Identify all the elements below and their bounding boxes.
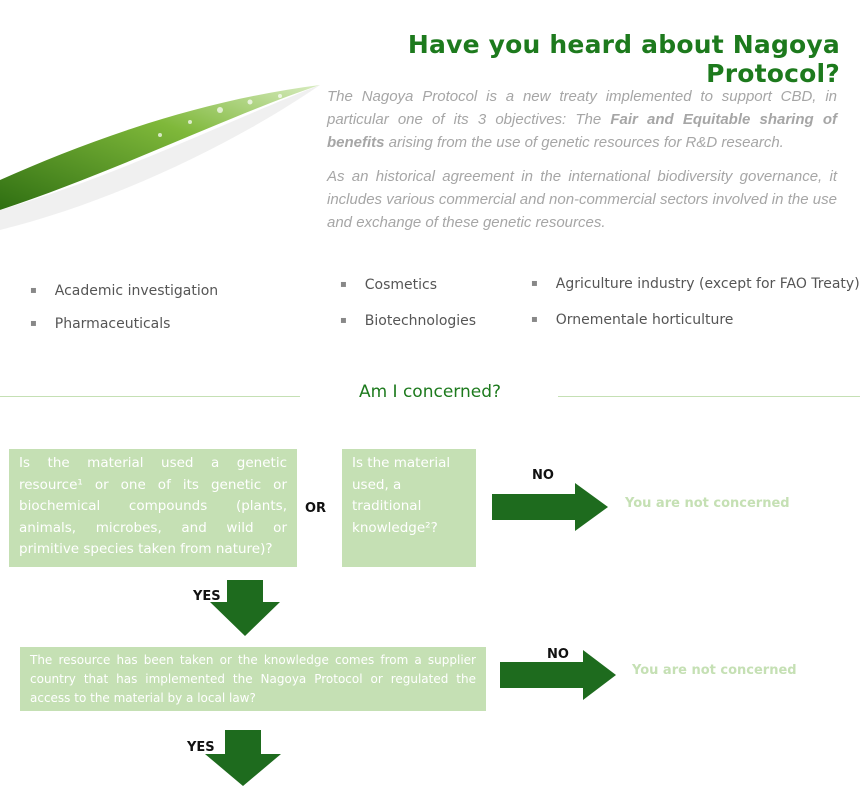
yes-label: YES (187, 740, 215, 755)
not-concerned-text: You are not concerned (632, 663, 797, 678)
arrow-down-icon (210, 580, 280, 636)
divider (0, 396, 300, 397)
section-title: Am I concerned? (358, 382, 502, 402)
or-label: OR (305, 501, 327, 516)
intro-paragraph-2: As an historical agreement in the intern… (327, 168, 837, 231)
no-label: NO (547, 647, 569, 662)
aloe-leaf-image (0, 85, 320, 230)
no-label: NO (532, 468, 554, 483)
arrow-down-icon (205, 730, 281, 786)
sector-item: Biotechnologies (340, 313, 476, 329)
sector-item: Cosmetics (340, 277, 437, 293)
sector-item: Ornementale horticulture (531, 312, 734, 328)
not-concerned-text: You are not concerned (625, 496, 790, 511)
arrow-right-icon (492, 483, 608, 531)
question-supplier-country: The resource has been taken or the knowl… (20, 647, 486, 711)
page-title: Have you heard about Nagoya Protocol? (407, 30, 840, 88)
divider (558, 396, 860, 397)
arrow-right-icon (500, 650, 616, 700)
intro-paragraph-1: The Nagoya Protocol is a new treaty impl… (327, 88, 837, 151)
sector-item: Pharmaceuticals (30, 316, 171, 332)
question-traditional-knowledge: Is the material used, a traditional know… (342, 449, 476, 567)
question-genetic-resource: Is the material used a genetic resource¹… (9, 449, 297, 567)
sector-item: Agriculture industry (except for FAO Tre… (531, 276, 860, 292)
yes-label: YES (193, 589, 221, 604)
sector-item: Academic investigation (30, 283, 218, 299)
